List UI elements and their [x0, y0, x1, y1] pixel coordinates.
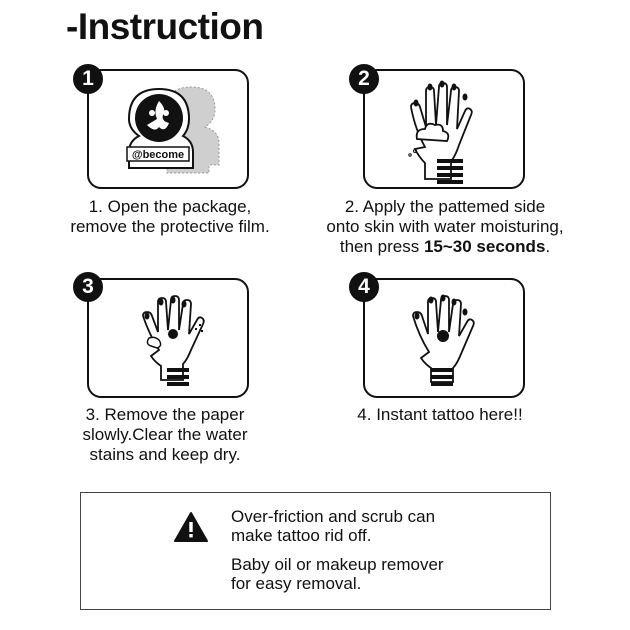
caption-line: stains and keep dry.: [89, 445, 241, 464]
caption-line: onto skin with water moisturing,: [326, 217, 564, 236]
step-3-caption: 3. Remove the paper slowly.Clear the wat…: [60, 405, 270, 465]
caption-text: .: [545, 237, 551, 256]
caption-line: 1. Open the package,: [88, 197, 252, 216]
step-4-panel: [363, 278, 525, 398]
caption-line: slowly.Clear the water: [82, 425, 248, 444]
caption-line: 2. Apply the pattemed side: [344, 197, 546, 216]
step-4-caption: 4. Instant tattoo here!!: [330, 405, 550, 425]
step-3-panel: [87, 278, 249, 398]
step-2-panel: [363, 69, 525, 189]
notice-line-2: make tattoo rid off.: [231, 526, 372, 545]
notice-line-1: Over-friction and scrub can: [231, 507, 436, 526]
page-title: -Instruction: [66, 6, 264, 47]
caption-text: then press: [339, 237, 424, 256]
step-2-caption: 2. Apply the pattemed side onto skin wit…: [310, 197, 580, 257]
step-4-badge: 4: [349, 272, 379, 302]
notice-line-3: Baby oil or makeup remover: [231, 555, 444, 574]
caption-line: remove the protective film.: [70, 217, 270, 236]
duration-text: 15~30 seconds: [423, 237, 546, 256]
step-1-caption: 1. Open the package, remove the protecti…: [40, 197, 300, 237]
caption-line-3: then press 15~30 seconds.: [310, 237, 580, 257]
step-3-badge: 3: [73, 272, 103, 302]
step-1-panel: @become: [87, 69, 249, 189]
notice-line-4: for easy removal.: [231, 574, 362, 593]
hand-tattoo-illustration: [412, 294, 475, 386]
step-2-badge: 2: [349, 64, 379, 94]
warning-notice-box: Over-friction and scrub can make tattoo …: [80, 492, 551, 610]
film-peel-illustration: @become: [126, 86, 220, 174]
warning-icon: [174, 512, 208, 542]
caption-line: 3. Remove the paper: [85, 405, 245, 424]
hand-water-illustration: [408, 80, 473, 184]
caption-line: 4. Instant tattoo here!!: [357, 405, 523, 424]
logo-text: @become: [132, 149, 184, 161]
hand-peel-paper-illustration: [142, 295, 205, 386]
step-1-badge: 1: [73, 64, 103, 94]
